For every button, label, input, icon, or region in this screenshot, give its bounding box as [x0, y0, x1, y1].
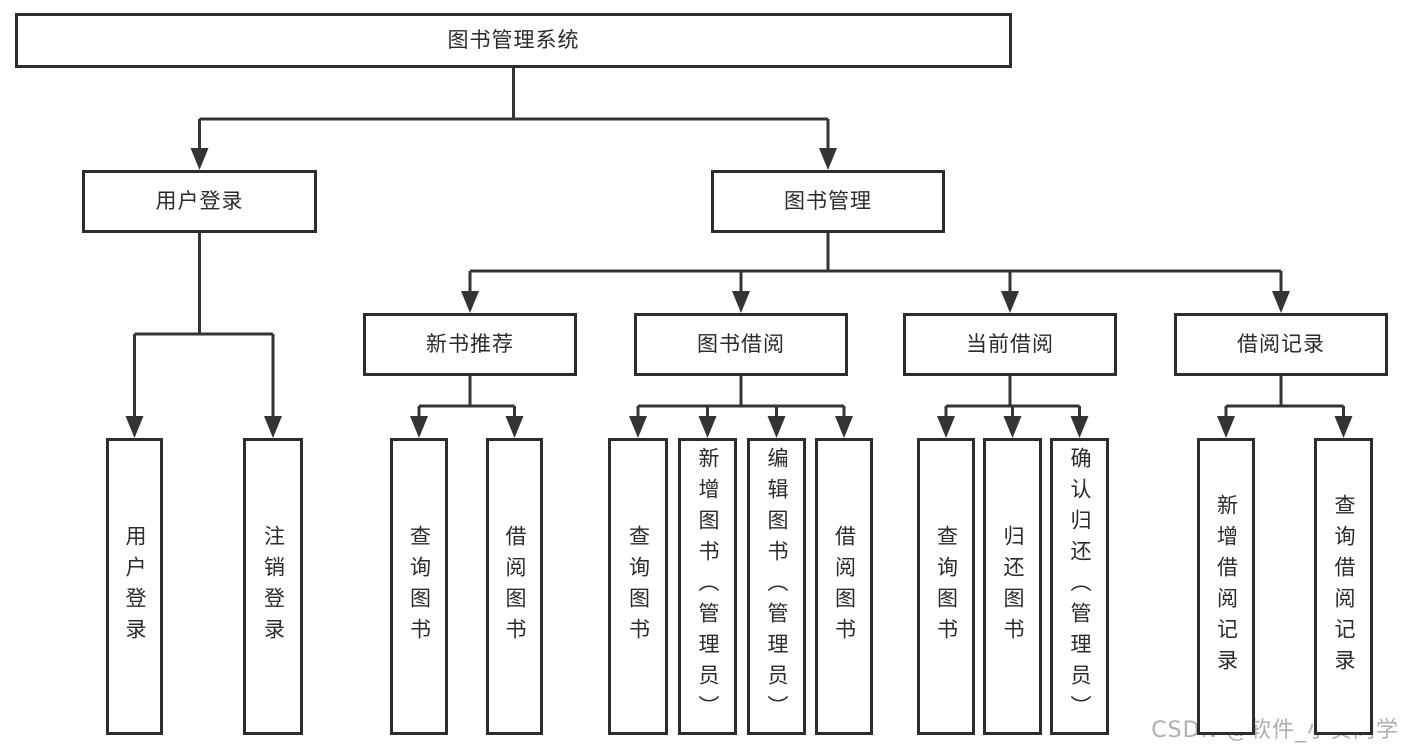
arrowhead-leaf-bb-query-book	[629, 416, 647, 438]
node-leaf-cb-return-book: 归还图书	[983, 438, 1042, 735]
node-label-leaf-cb-confirm: 确认归还（管理员）	[1068, 447, 1092, 726]
arrowhead-leaf-rec-borrow-book	[505, 416, 524, 438]
node-book-management: 图书管理	[711, 170, 945, 233]
arrowhead-leaf-cb-confirm	[1070, 416, 1089, 438]
arrowhead-leaf-rec-query-book	[410, 416, 428, 438]
arrowhead-leaf-bb-edit-book	[767, 416, 786, 438]
arrowhead-leaf-user-login	[125, 416, 144, 438]
arrowhead-leaf-br-add-record	[1217, 416, 1235, 438]
node-user-login: 用户登录	[82, 170, 317, 233]
arrowhead-new-book-recommend	[461, 291, 479, 313]
arrowhead-leaf-cb-return-book	[1003, 416, 1022, 438]
node-label-book-management: 图书管理	[784, 189, 872, 213]
arrowhead-leaf-bb-add-book	[698, 416, 717, 438]
node-label-leaf-cb-return-book: 归还图书	[1001, 524, 1025, 649]
node-leaf-user-login: 用户登录	[106, 438, 163, 735]
arrowhead-user-login	[190, 148, 209, 170]
node-label-new-book-recommend: 新书推荐	[426, 332, 514, 356]
node-label-leaf-cb-query-book: 查询图书	[934, 524, 959, 649]
node-label-book-borrowing: 图书借阅	[697, 332, 785, 356]
node-leaf-bb-query-book: 查询图书	[608, 438, 668, 735]
node-label-leaf-user-login: 用户登录	[123, 524, 147, 649]
node-leaf-rec-borrow-book: 借阅图书	[486, 438, 543, 735]
node-leaf-logout: 注销登录	[243, 438, 303, 735]
arrowhead-leaf-br-query-record	[1334, 416, 1353, 438]
node-label-current-borrowing: 当前借阅	[966, 332, 1054, 356]
node-label-leaf-bb-query-book: 查询图书	[626, 524, 651, 649]
node-label-leaf-rec-query-book: 查询图书	[407, 524, 432, 649]
node-leaf-cb-query-book: 查询图书	[917, 438, 975, 735]
node-label-leaf-bb-edit-book: 编辑图书（管理员）	[765, 447, 789, 726]
arrowhead-book-management	[819, 148, 837, 170]
arrowhead-leaf-logout	[264, 416, 282, 438]
node-label-root-system: 图书管理系统	[447, 28, 580, 52]
node-label-leaf-br-query-record: 查询借阅记录	[1332, 493, 1356, 680]
node-new-book-recommend: 新书推荐	[363, 313, 577, 376]
node-current-borrowing: 当前借阅	[903, 313, 1117, 376]
node-leaf-rec-query-book: 查询图书	[390, 438, 448, 735]
node-label-leaf-rec-borrow-book: 借阅图书	[503, 524, 527, 649]
node-label-leaf-logout: 注销登录	[261, 524, 286, 649]
node-leaf-bb-edit-book: 编辑图书（管理员）	[747, 438, 806, 735]
node-leaf-bb-borrow-book: 借阅图书	[815, 438, 873, 735]
node-label-leaf-bb-add-book: 新增图书（管理员）	[696, 447, 720, 726]
node-leaf-bb-add-book: 新增图书（管理员）	[678, 438, 737, 735]
node-root-system: 图书管理系统	[15, 13, 1012, 68]
node-label-user-login: 用户登录	[155, 189, 244, 213]
node-book-borrowing: 图书借阅	[634, 313, 848, 376]
arrowhead-book-borrowing	[732, 291, 750, 313]
arrowhead-leaf-bb-borrow-book	[835, 416, 853, 438]
node-label-leaf-br-add-record: 新增借阅记录	[1214, 493, 1239, 680]
connector-path	[133, 68, 1345, 419]
arrowhead-leaf-cb-query-book	[937, 416, 955, 438]
node-leaf-br-query-record: 查询借阅记录	[1314, 438, 1373, 735]
node-label-leaf-bb-borrow-book: 借阅图书	[832, 524, 857, 649]
node-label-borrowing-records: 借阅记录	[1237, 332, 1325, 356]
arrowhead-current-borrowing	[1001, 291, 1019, 313]
node-leaf-br-add-record: 新增借阅记录	[1197, 438, 1255, 735]
arrowhead-borrowing-records	[1272, 291, 1290, 313]
node-leaf-cb-confirm: 确认归还（管理员）	[1050, 438, 1109, 735]
node-borrowing-records: 借阅记录	[1174, 313, 1388, 376]
